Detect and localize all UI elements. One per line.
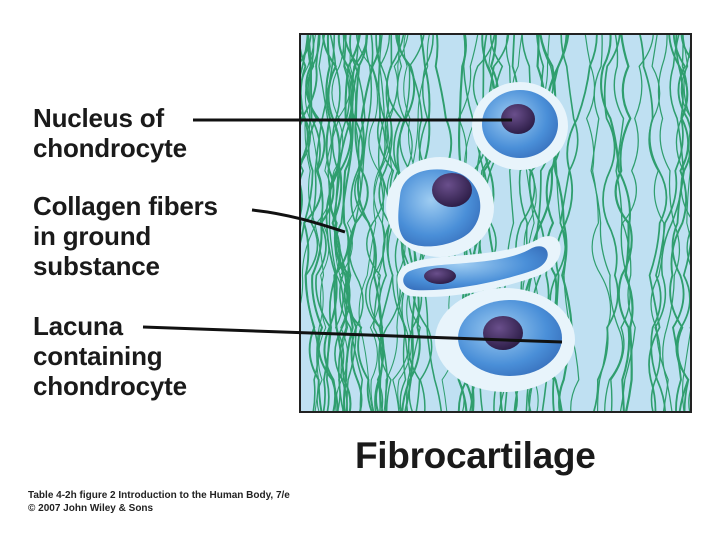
caption-line: © 2007 John Wiley & Sons bbox=[28, 503, 154, 514]
leader-line-collagen bbox=[251, 208, 346, 234]
collagen-fiber bbox=[619, 34, 654, 412]
nucleus-middle bbox=[432, 173, 472, 207]
collagen-fiber bbox=[329, 34, 351, 412]
collagen-fiber bbox=[539, 34, 580, 412]
collagen-fiber bbox=[343, 34, 369, 412]
figure-caption: Table 4-2h figure 2 Introduction to the … bbox=[28, 489, 290, 515]
collagen-fiber bbox=[333, 34, 362, 412]
label-line: substance bbox=[33, 251, 160, 281]
collagen-fiber bbox=[610, 34, 631, 412]
collagen-fiber bbox=[318, 34, 345, 412]
collagen-fiber bbox=[650, 34, 684, 412]
collagen-fiber bbox=[300, 34, 312, 170]
collagen-fiber bbox=[246, 14, 285, 432]
collagen-fiber bbox=[300, 34, 320, 125]
nucleus-elongated bbox=[424, 268, 456, 284]
label-line: in ground bbox=[33, 221, 152, 251]
collagen-fiber bbox=[683, 40, 691, 135]
label-line: chondrocyte bbox=[33, 371, 187, 401]
label-nucleus-of-chondrocyte: Nucleus of chondrocyte bbox=[33, 103, 187, 163]
collagen-fiber bbox=[650, 34, 685, 412]
label-lacuna: Lacuna containing chondrocyte bbox=[33, 311, 187, 401]
tissue-panel bbox=[242, 14, 720, 432]
collagen-fiber bbox=[303, 34, 326, 412]
collagen-fiber bbox=[242, 14, 287, 432]
collagen-fiber bbox=[671, 34, 691, 412]
collagen-fiber bbox=[614, 34, 634, 412]
label-line: Collagen fibers bbox=[33, 191, 218, 221]
leader-line-lacuna bbox=[142, 325, 563, 344]
collagen-fiber bbox=[300, 34, 309, 293]
label-line: chondrocyte bbox=[33, 133, 187, 163]
collagen-fiber bbox=[675, 34, 691, 412]
collagen-fiber bbox=[705, 14, 720, 432]
collagen-fiber bbox=[334, 34, 373, 412]
collagen-fiber bbox=[247, 14, 296, 432]
tissue-frame bbox=[299, 33, 692, 413]
diagram-title: Fibrocartilage bbox=[355, 435, 596, 476]
collagen-fiber bbox=[356, 34, 384, 412]
collagen-fiber bbox=[668, 34, 690, 412]
collagen-fiber bbox=[592, 34, 621, 412]
collagen-fiber bbox=[707, 14, 720, 432]
label-collagen-fibers: Collagen fibers in ground substance bbox=[33, 191, 218, 281]
collagen-fiber bbox=[590, 34, 624, 412]
caption-line: Table 4-2h figure 2 Introduction to the … bbox=[28, 490, 290, 501]
nucleus-bottom bbox=[483, 316, 523, 350]
collagen-fiber bbox=[648, 34, 669, 412]
label-line: Nucleus of bbox=[33, 103, 164, 133]
collagen-fiber bbox=[657, 34, 681, 412]
label-line: Lacuna bbox=[33, 311, 123, 341]
collagen-fiber bbox=[300, 40, 309, 219]
nucleus-top bbox=[501, 104, 535, 134]
label-line: containing bbox=[33, 341, 163, 371]
collagen-fiber bbox=[638, 34, 668, 412]
